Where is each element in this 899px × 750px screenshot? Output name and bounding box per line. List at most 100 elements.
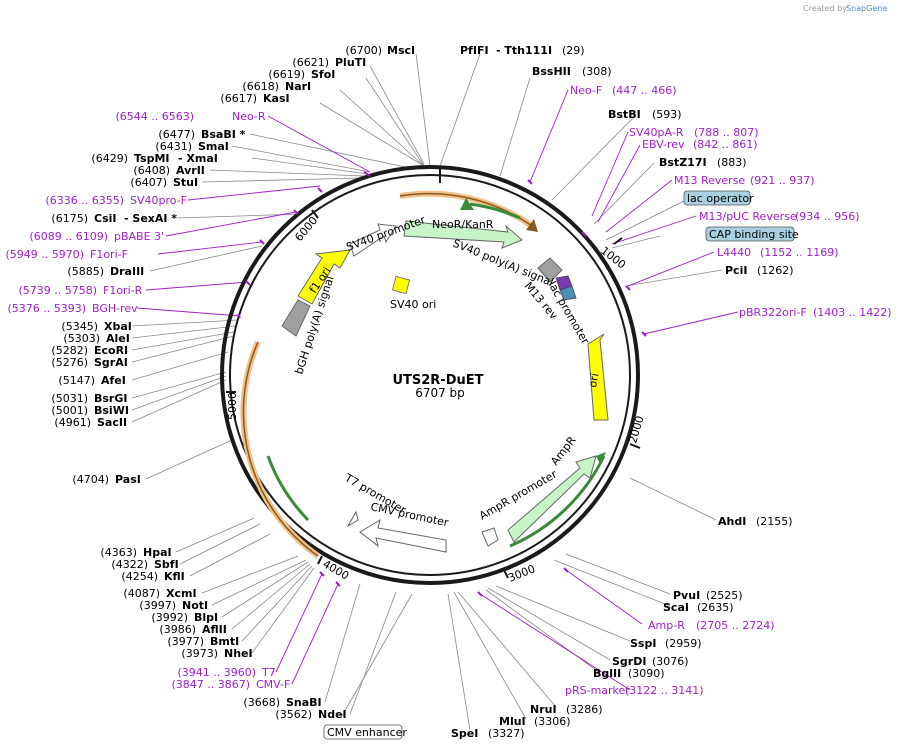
site-stuI: StuI (173, 176, 198, 189)
feature-sv40-ori: SV40 ori (390, 298, 436, 311)
svg-text:(3847 .. 3867): (3847 .. 3867) (171, 678, 250, 691)
ori-arrow (587, 333, 609, 421)
boxed-cmv-enhancer[interactable]: CMV enhancer (323, 724, 407, 740)
site-afeI: AfeI (101, 374, 126, 387)
primer-f1ori-f: F1ori-F (90, 248, 128, 261)
site-bstz17I: BstZ17I (659, 156, 707, 169)
svg-text:(3076): (3076) (652, 655, 689, 668)
primer-marks (237, 171, 647, 597)
svg-text:(6175): (6175) (51, 212, 88, 225)
site-bsiwI: BsiWI (94, 404, 129, 417)
primer-prs-marker: pRS-marker (565, 684, 630, 697)
site-pvuI: PvuI (673, 589, 700, 602)
svg-text:(6431): (6431) (155, 140, 192, 153)
svg-text:(4704): (4704) (72, 473, 109, 486)
primer-pbr322ori-f: pBR322ori-F (739, 306, 807, 319)
svg-text:(3941 .. 3960): (3941 .. 3960) (177, 666, 256, 679)
sv40-polya-box (537, 257, 563, 283)
sv40-promoter-arrow (349, 223, 397, 257)
site-sbfI: SbfI (154, 558, 179, 571)
primer-pbabe3: pBABE 3' (114, 230, 164, 243)
tick-6000: 6000 (292, 214, 320, 244)
svg-text:(2525): (2525) (706, 589, 743, 602)
lac-promoter-box (559, 285, 577, 301)
leader-lines (131, 53, 723, 731)
sv40-ori-box (391, 275, 411, 295)
neor-arrow (403, 220, 523, 249)
svg-text:(6408): (6408) (133, 164, 170, 177)
site-aflII: AflII (202, 623, 227, 636)
svg-text:(5739 .. 5758): (5739 .. 5758) (18, 284, 97, 297)
svg-text:(3122 .. 3141): (3122 .. 3141) (625, 684, 704, 697)
svg-text:(5885): (5885) (67, 265, 104, 278)
site-ecoRI: EcoRI (94, 344, 128, 357)
site-bstbI: BstBI (608, 108, 641, 121)
boxed-lac-operator[interactable]: lac operator (683, 190, 754, 206)
site-sgrdI: SgrDI (612, 655, 646, 668)
site-tspmI: TspMI (134, 152, 170, 165)
site-kasI: KasI (263, 92, 290, 105)
svg-text:(883): (883) (717, 156, 747, 169)
site-pos: (6619) (268, 68, 305, 81)
site-sspI: SspI (630, 637, 656, 650)
backbone-inner (229, 174, 631, 576)
svg-text:(5345): (5345) (61, 320, 98, 333)
svg-text:(3997): (3997) (139, 599, 176, 612)
brand-name[interactable]: SnapGene (846, 4, 887, 13)
boxed-cap-binding-site[interactable]: CAP binding site (705, 226, 799, 242)
site-mluI: MluI (499, 715, 526, 728)
primer-neo-f: Neo-F (570, 84, 602, 97)
primer-cmv-f: CMV-F (256, 678, 290, 691)
site-kflI: KflI (164, 570, 185, 583)
site-pos: (6700) (345, 44, 382, 57)
site-mscI: MscI (387, 44, 415, 57)
site-draIII: DraIII (110, 265, 144, 278)
svg-text:(4363): (4363) (100, 546, 137, 559)
svg-text:(921 .. 937): (921 .. 937) (750, 174, 815, 187)
svg-text:(1152 .. 1169): (1152 .. 1169) (760, 246, 839, 259)
site-xbaI: XbaI (104, 320, 132, 333)
svg-text:(6407): (6407) (130, 176, 167, 189)
site-blpI: BlpI (194, 611, 218, 624)
site-scaI: ScaI (663, 601, 689, 614)
site-pos: (6618) (242, 80, 279, 93)
primer-ebv-rev: EBV-rev (642, 138, 685, 151)
site-sacII: SacII (97, 416, 127, 429)
site-nruI: NruI (530, 703, 557, 716)
site-sexaI: - SexAI * (124, 212, 177, 225)
site-labels-top: (6700) MscI PfIFI - Tth111I (29) (6621) … (220, 44, 584, 105)
feature-ampr: AmpR (548, 434, 579, 468)
primer-sv40pro-f: SV40pro-F (130, 194, 187, 207)
site-csiI: CsiI (94, 212, 116, 225)
site-bsshII: BssHII (532, 65, 571, 78)
site-pos: (29) (562, 44, 585, 57)
site-labels-bottom-left: (4363) HpaI (4322) SbfI (4254) KflI (408… (100, 546, 346, 721)
tick-5000: 5000 (226, 392, 239, 420)
site-aleI: AleI (106, 332, 130, 345)
site-pasI: PasI (115, 473, 141, 486)
site-labels-right: PciI (1262) BstZ17I (883) BstBI (593) Bs… (532, 65, 794, 277)
svg-text:(3986): (3986) (159, 623, 196, 636)
svg-text:(788 .. 807): (788 .. 807) (694, 126, 759, 139)
site-ndeI: NdeI (318, 708, 347, 721)
f1-ori-arrow (297, 249, 351, 305)
site-bsabI: BsaBI * (201, 128, 246, 141)
svg-text:(6089 .. 6109): (6089 .. 6109) (29, 230, 108, 243)
svg-text:CMV enhancer: CMV enhancer (327, 726, 407, 739)
site-hpaI: HpaI (143, 546, 172, 559)
svg-text:(5001): (5001) (51, 404, 88, 417)
svg-text:(6477): (6477) (158, 128, 195, 141)
svg-text:(934 .. 956): (934 .. 956) (795, 210, 860, 223)
site-pfifi: PfIFI (460, 44, 489, 57)
ampr-promoter-arrow (481, 527, 499, 547)
svg-text:(447 .. 466): (447 .. 466) (612, 84, 677, 97)
tick-2000: 2000 (626, 414, 646, 444)
ampr-arrow (507, 455, 597, 543)
svg-text:(3327): (3327) (488, 727, 525, 740)
svg-text:(3668): (3668) (243, 696, 280, 709)
primer-amp-r: Amp-R (648, 619, 685, 632)
feature-neor: NeoR/KanR (432, 218, 494, 231)
map-title: UTS2R-DuET (392, 373, 483, 388)
svg-text:(3286): (3286) (566, 703, 603, 716)
